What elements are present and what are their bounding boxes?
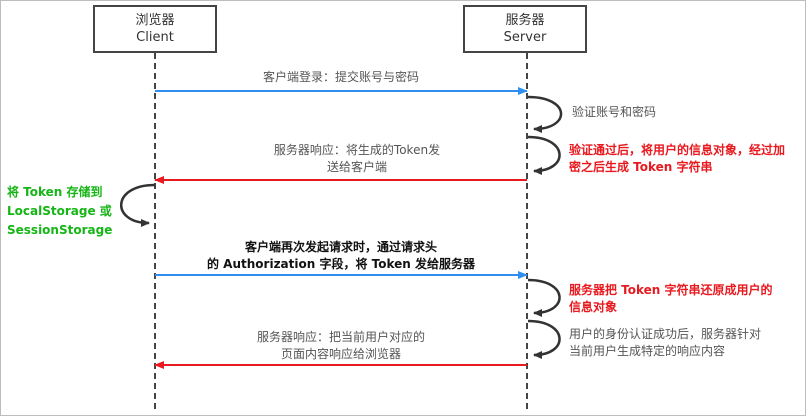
client-name-cn: 浏览器 bbox=[135, 13, 175, 28]
restore-token-label: 服务器把 Token 字符串还原成用户的 信息对象 bbox=[569, 283, 773, 314]
store-token-label: 将 Token 存储到 LocalStorage 或 SessionStorag… bbox=[7, 185, 113, 237]
content-response-label: 服务器响应：把当前用户对应的 页面内容响应给浏览器 bbox=[256, 330, 425, 361]
restore-token-loop-arrow bbox=[527, 278, 561, 317]
login-label: 客户端登录：提交账号与密码 bbox=[262, 70, 419, 84]
server-name-en: Server bbox=[503, 30, 547, 45]
client-name-en: Client bbox=[136, 30, 174, 45]
client-participant-box: 浏览器 Client bbox=[93, 5, 217, 53]
server-name-cn: 服务器 bbox=[505, 13, 545, 28]
request-again-label: 客户端再次发起请求时，通过请求头 的 Authorization 字段，将 To… bbox=[207, 240, 475, 271]
store-token-loop-arrow bbox=[120, 183, 156, 227]
verify-label: 验证账号和密码 bbox=[572, 105, 657, 119]
verify-loop-arrow bbox=[527, 95, 563, 133]
generate-token-loop-arrow bbox=[527, 135, 561, 175]
auth-success-label: 用户的身份认证成功后，服务器针对 当前用户生成特定的响应内容 bbox=[569, 327, 762, 358]
token-response-label: 服务器响应：将生成的Token发 送给客户端 bbox=[273, 143, 441, 174]
generate-token-label: 验证通过后，将用户的信息对象，经过加 密之后生成 Token 字符串 bbox=[569, 143, 786, 174]
server-participant-box: 服务器 Server bbox=[463, 5, 587, 53]
auth-success-loop-arrow bbox=[527, 319, 561, 359]
